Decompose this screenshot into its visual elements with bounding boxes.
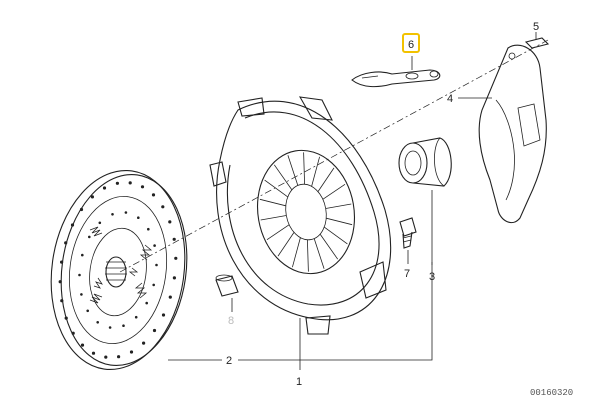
rivet-hole (91, 351, 96, 355)
rivet-hole (168, 295, 172, 299)
rivet-hole (134, 315, 138, 319)
rivet-hole (71, 331, 75, 335)
callout-8[interactable]: 8 (228, 315, 234, 327)
spring-finger (277, 232, 295, 257)
drawing-code: 00160320 (530, 388, 573, 398)
rivet-hole (96, 321, 99, 324)
rivet-hole (151, 193, 156, 197)
spring-finger (325, 203, 352, 209)
rivet-hole (64, 316, 68, 320)
rivet-hole (168, 220, 172, 224)
rivet-hole (104, 355, 108, 359)
rivet-hole (102, 186, 107, 190)
rivet-hole (81, 253, 84, 257)
release-bearing[interactable] (398, 137, 452, 187)
spring-finger (260, 215, 287, 221)
spring-finger (307, 239, 309, 272)
callout-1[interactable]: 1 (296, 376, 302, 388)
rivet-hole (108, 326, 112, 329)
rivet-hole (142, 341, 146, 345)
rivet-hole (145, 301, 148, 305)
rivet-hole (80, 293, 83, 296)
pressure-plate[interactable] (209, 96, 392, 335)
spring-finger (322, 183, 346, 200)
rivet-hole (153, 244, 156, 247)
rivet-hole (86, 309, 89, 313)
clutch-disc[interactable] (39, 162, 199, 378)
mounting-screw[interactable] (399, 217, 417, 249)
pivot-pin[interactable] (524, 37, 550, 49)
damper-springs (89, 226, 153, 304)
rivet-hole (115, 181, 119, 185)
rivet-hole (60, 299, 64, 303)
dowel-sleeve[interactable] (215, 274, 239, 297)
spring-finger (303, 152, 305, 185)
rivet-hole (174, 256, 178, 260)
rivet-hole (161, 205, 165, 209)
rivet-hole (155, 263, 158, 267)
callout-5[interactable]: 5 (533, 21, 539, 33)
rivet-hole (90, 195, 94, 199)
spring-finger (319, 233, 339, 260)
callout-7[interactable]: 7 (404, 268, 410, 280)
spring-finger (311, 156, 320, 187)
rivet-hole (147, 227, 150, 231)
rivet-hole (88, 235, 91, 239)
friction-lining-rivets (58, 181, 178, 359)
rivet-hole (80, 343, 85, 347)
retaining-spring-clip[interactable] (351, 69, 441, 88)
callout-6-highlight (402, 33, 420, 53)
callout-2[interactable]: 2 (226, 355, 232, 367)
center-axis-line (119, 39, 549, 273)
rivet-hole (128, 181, 132, 185)
rivet-hole (124, 211, 128, 214)
rivet-hole (172, 237, 176, 241)
rivet-hole (78, 273, 81, 277)
rivet-hole (137, 216, 140, 219)
rivet-hole (79, 207, 84, 212)
spring-finger (313, 238, 325, 269)
rivet-hole (117, 355, 121, 359)
diaphragm-spring-fingers (259, 152, 353, 272)
rivet-hole (60, 260, 64, 264)
rivet-hole (152, 283, 155, 287)
rivet-hole (152, 328, 157, 333)
spring-finger (266, 224, 290, 241)
spring-finger (323, 226, 348, 245)
rivet-hole (122, 324, 125, 328)
callout-4[interactable]: 4 (447, 93, 453, 105)
spring-finger (326, 217, 353, 226)
callout-3[interactable]: 3 (429, 271, 435, 283)
release-lever[interactable] (478, 44, 547, 224)
rivet-hole (140, 185, 145, 189)
rivet-hole (70, 223, 75, 227)
spring-finger (264, 179, 289, 198)
rivet-hole (64, 241, 68, 245)
rivet-hole (172, 276, 176, 280)
rivet-hole (129, 350, 134, 354)
rivet-hole (111, 213, 114, 216)
rivet-hole (98, 221, 102, 225)
leader-lines (168, 32, 537, 370)
spring-finger (287, 155, 299, 186)
spring-finger (292, 237, 301, 268)
callout-6[interactable]: 6 (408, 39, 414, 51)
spring-finger (317, 167, 335, 192)
rivet-hole (161, 313, 166, 317)
spring-finger (273, 164, 293, 191)
rivet-hole (58, 280, 62, 284)
spring-finger (259, 198, 286, 207)
